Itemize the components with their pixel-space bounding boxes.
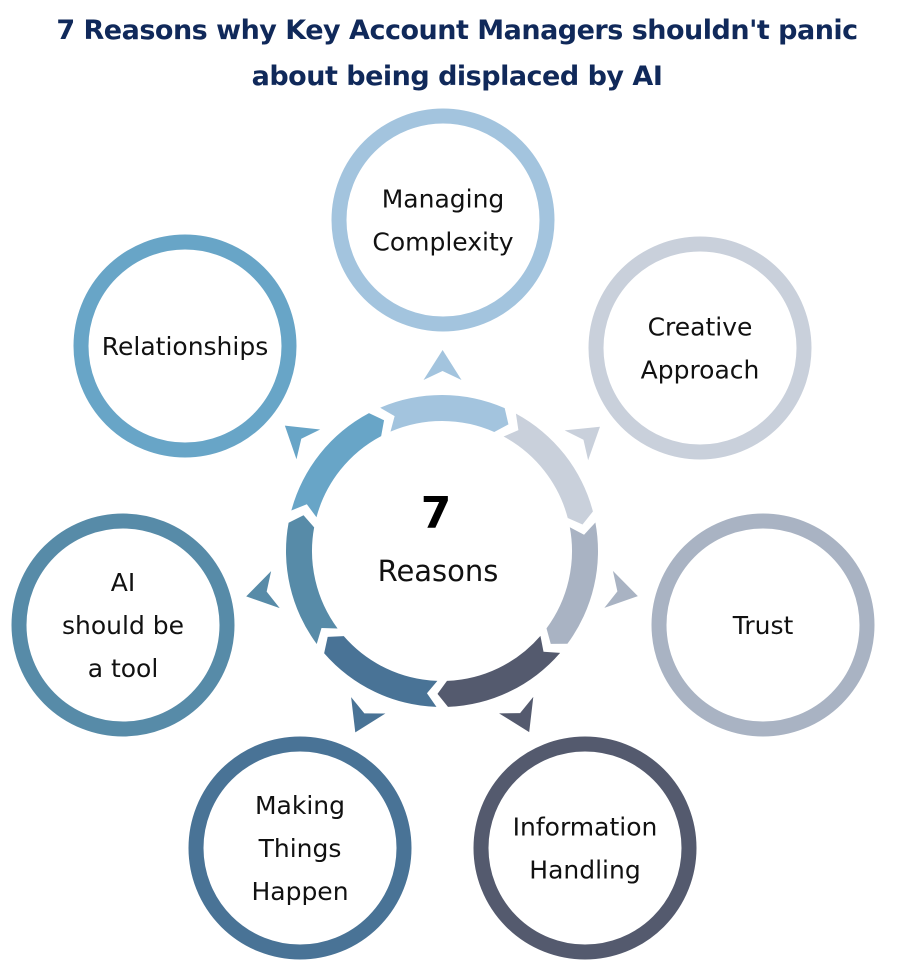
reason-label: should be — [62, 611, 184, 640]
reason-label: Trust — [732, 611, 794, 640]
title-line-1: 7 Reasons why Key Account Managers shoul… — [56, 15, 858, 46]
page-title: 7 Reasons why Key Account Managers shoul… — [0, 8, 914, 100]
reason-label: Information — [513, 813, 658, 842]
reason-label: Things — [258, 834, 342, 863]
reason-circle — [651, 513, 875, 737]
center-number: 7 — [421, 488, 452, 539]
reason-circle — [188, 736, 412, 960]
reason-label: Creative — [648, 313, 753, 342]
center-label: Reasons — [378, 554, 499, 588]
reason-circle — [331, 108, 555, 332]
reason-label: Handling — [529, 856, 640, 885]
ring-segment-relationships — [291, 413, 385, 518]
center-hub: 7 Reasons — [378, 488, 499, 588]
ring-segment-managing-complexity — [380, 395, 509, 432]
arrow-icon-managing-complexity — [423, 350, 462, 381]
arrow-icon-making-things-happen — [351, 697, 386, 733]
reason-label: Making — [255, 791, 345, 820]
ring-segment-information-handling — [437, 635, 561, 707]
arrow-icon-information-handling — [499, 696, 534, 733]
reason-label: a tool — [88, 654, 159, 683]
center-ring — [286, 395, 599, 707]
reason-label: Happen — [251, 877, 348, 906]
reason-circle — [473, 736, 697, 960]
reason-nodes: ManagingComplexityCreativeApproachTrustI… — [11, 108, 875, 960]
reason-node-ai-should-be-a-tool: AI should be a tool — [11, 513, 235, 737]
reason-circle — [11, 513, 235, 737]
arrow-icon-ai-should-be-a-tool — [246, 571, 280, 609]
reason-circle — [73, 234, 297, 458]
reason-node-trust: Trust — [651, 513, 875, 737]
arrow-icon-relationships — [284, 425, 321, 460]
reason-label: Relationships — [102, 332, 269, 361]
reason-label: Managing — [382, 185, 505, 214]
arrow-icon-creative-approach — [564, 426, 600, 461]
ring-segment-creative-approach — [503, 413, 593, 525]
reason-label: AI — [111, 568, 135, 597]
ring-segment-trust — [546, 522, 599, 644]
ring-segment-making-things-happen — [324, 636, 438, 707]
reason-circle — [588, 236, 812, 460]
title-line-2: about being displaced by AI — [251, 61, 663, 92]
arrow-icon-trust — [604, 570, 638, 608]
reason-label: Approach — [641, 356, 760, 385]
ring-segment-ai-should-be-a-tool — [286, 515, 338, 644]
pointer-arrows — [246, 350, 638, 733]
reason-label: Complexity — [372, 228, 513, 257]
reason-node-relationships: Relationships — [73, 234, 297, 458]
